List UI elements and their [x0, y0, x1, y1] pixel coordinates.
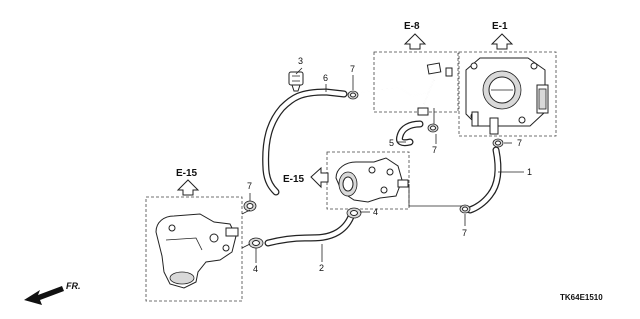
callout-1: 1: [527, 167, 532, 177]
water-hose-1[interactable]: [466, 146, 502, 214]
e8-group-box: [373, 51, 459, 113]
front-direction-label: FR.: [66, 281, 81, 291]
callout-7-top: 7: [350, 64, 355, 74]
callout-7-mid: 7: [432, 145, 437, 155]
hose-clamp-7-right[interactable]: [492, 138, 504, 148]
bypass-pipe-bracket[interactable]: [360, 62, 453, 116]
callout-6: 6: [323, 73, 328, 83]
e8-up-arrow[interactable]: [403, 33, 427, 50]
ref-e1[interactable]: E-1: [492, 21, 508, 32]
water-hose-6[interactable]: [262, 88, 348, 196]
callout-4-right: 4: [373, 207, 378, 217]
e15-mid-group-box: [326, 151, 410, 210]
front-direction-arrow: FR.: [24, 281, 81, 305]
e15-left-group-box: [145, 196, 243, 302]
ref-e8[interactable]: E-8: [404, 21, 420, 32]
hose-clamp-7-top[interactable]: [347, 90, 359, 100]
water-outlet[interactable]: [335, 157, 409, 203]
clip-3[interactable]: [288, 71, 304, 92]
ref-e15-left[interactable]: E-15: [176, 168, 198, 179]
hose-clamp-7-mid[interactable]: [427, 123, 439, 133]
callout-4-left: 4: [253, 264, 258, 274]
callout-7-bottom: 7: [462, 228, 467, 238]
water-hose-2[interactable]: [264, 210, 356, 247]
hose-clamp-4-right[interactable]: [346, 207, 362, 219]
e15-left-arrow[interactable]: [310, 166, 329, 189]
callout-7-left: 7: [247, 181, 252, 191]
diagram-code: TK64E1510: [560, 293, 603, 302]
hose-clamp-4-left[interactable]: [248, 237, 264, 249]
e15-up-arrow[interactable]: [176, 179, 200, 196]
e1-group-box: [458, 51, 557, 137]
callout-7-right: 7: [517, 138, 522, 148]
throttle-body[interactable]: [465, 57, 549, 135]
thermostat-housing[interactable]: [155, 213, 239, 289]
hose-clamp-7-bottom[interactable]: [459, 204, 471, 214]
e1-up-arrow[interactable]: [490, 33, 514, 50]
hose-clamp-7-left[interactable]: [243, 200, 257, 212]
leader-lines: [241, 67, 524, 263]
callout-2: 2: [319, 263, 324, 273]
water-hose-5[interactable]: [396, 120, 424, 147]
ref-e15-mid[interactable]: E-15: [283, 174, 305, 185]
callout-5: 5: [389, 138, 394, 148]
callout-3: 3: [298, 56, 303, 66]
